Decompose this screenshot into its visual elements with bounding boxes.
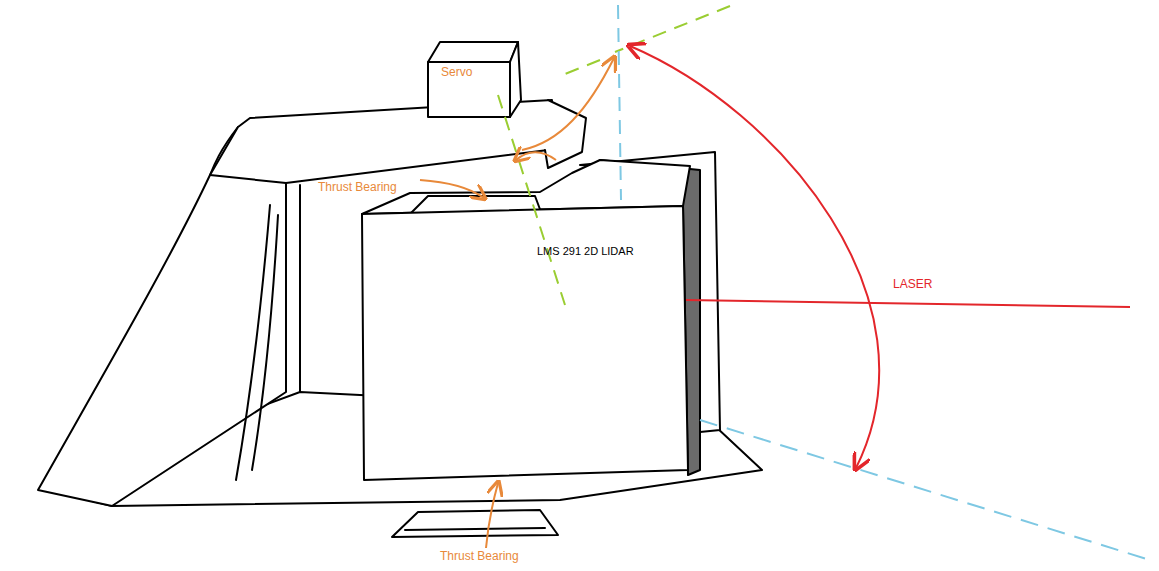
servo-body xyxy=(428,62,510,117)
sweep-arrow xyxy=(630,46,879,468)
node-label: Servo xyxy=(441,66,472,79)
bearing-edge xyxy=(405,528,545,530)
laser-beam xyxy=(686,300,1130,307)
frame-post xyxy=(299,185,301,392)
node-label: LMS 291 2D LIDAR xyxy=(537,245,634,257)
scan-axis xyxy=(618,5,621,200)
part-label: Thrust Bearing xyxy=(440,550,519,563)
leader-arrow xyxy=(420,180,484,198)
leader-arrow xyxy=(486,483,498,548)
servo-box: Servo xyxy=(428,62,510,117)
frame-brace xyxy=(252,215,278,470)
scan-axis xyxy=(700,420,1150,560)
lidar-top xyxy=(362,160,690,214)
thrust-bearing xyxy=(392,510,558,537)
frame-brace xyxy=(236,205,270,480)
servo-top xyxy=(428,42,518,62)
beam-label: LASER xyxy=(893,278,932,291)
frame-side xyxy=(38,127,286,506)
lidar-box: LMS 291 2D LIDAR xyxy=(362,214,683,476)
part-label: Thrust Bearing xyxy=(318,181,397,194)
rotation-arrow xyxy=(516,153,556,161)
lidar-body xyxy=(362,206,688,480)
servo-side xyxy=(510,42,521,117)
rotation-arrow xyxy=(522,58,614,150)
tilt-axis xyxy=(498,6,730,305)
